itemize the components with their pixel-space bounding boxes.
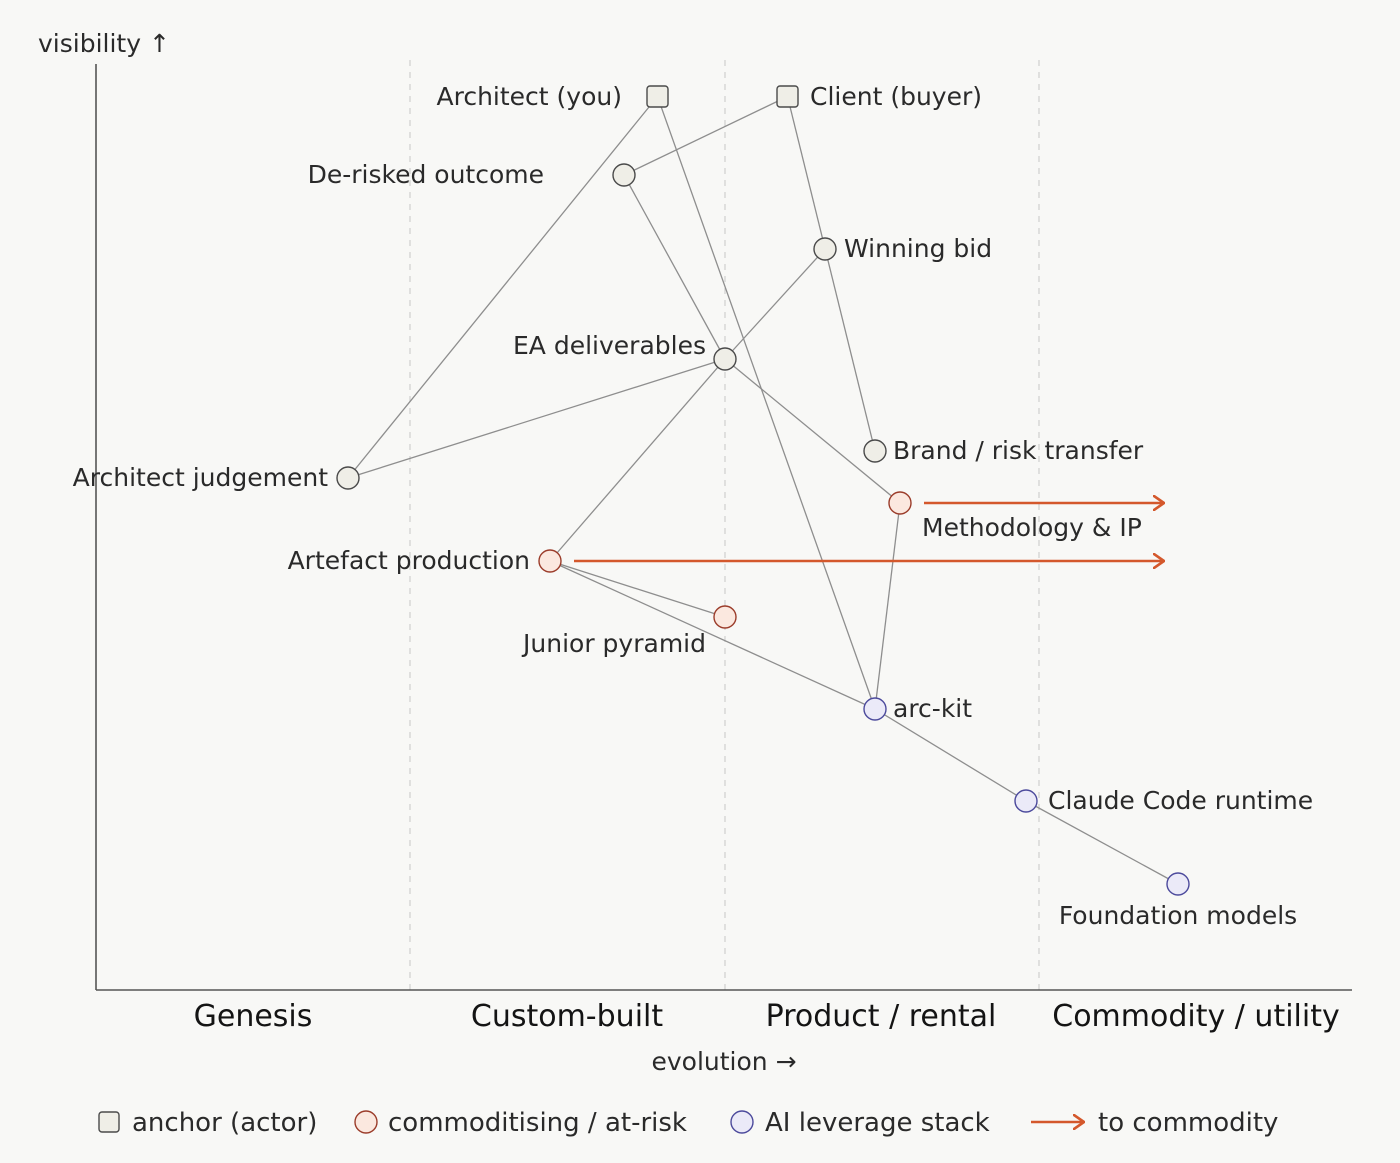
edge-claude_runtime-foundation [1025,800,1179,885]
components [336,85,1190,896]
label-client: Client (buyer) [810,82,982,111]
label-ea-deliverables: EA deliverables [513,331,706,360]
label-winning-bid: Winning bid [844,234,992,263]
node-arckit[interactable] [863,697,887,721]
node-ea-deliverables[interactable] [713,347,737,371]
legend-anchor-swatch [98,1111,120,1133]
legend-ai-swatch [730,1110,754,1134]
node-derisked[interactable] [612,163,636,187]
legend-risk-label: commoditising / at-risk [388,1108,687,1138]
node-methodology[interactable] [888,491,912,515]
node-claude-runtime[interactable] [1014,789,1038,813]
stage-product-rental: Product / rental [766,999,997,1034]
node-architect-judgement[interactable] [336,466,360,490]
label-junior: Junior pyramid [521,629,706,658]
node-junior[interactable] [713,605,737,629]
node-architect[interactable] [646,85,669,108]
edge-methodology-arckit [874,502,901,710]
node-client[interactable] [776,85,799,108]
legend-anchor-label: anchor (actor) [132,1108,317,1138]
label-claude-runtime: Claude Code runtime [1048,786,1313,815]
label-artefact: Artefact production [288,546,530,575]
stage-commodity-utility: Commodity / utility [1052,999,1339,1034]
y-axis-label: visibility ↑ [38,29,170,58]
label-architect: Architect (you) [437,82,623,111]
component-labels: Architect (you) Client (buyer) De-risked… [73,82,1314,930]
node-brand-risk[interactable] [863,439,887,463]
stage-genesis: Genesis [194,999,313,1034]
label-arckit: arc-kit [893,694,972,723]
edge-artefact-junior [549,560,726,618]
edge-winning_bid-ea_deliverables [724,248,826,360]
edge-architect-architect_judgement [347,96,659,479]
label-foundation: Foundation models [1059,901,1297,930]
label-derisked: De-risked outcome [308,160,544,189]
label-brand-risk: Brand / risk transfer [893,436,1144,465]
legend-ai-label: AI leverage stack [765,1108,990,1138]
legend-arrow-label: to commodity [1098,1108,1278,1138]
legend: anchor (actor) commoditising / at-risk A… [98,1108,1278,1138]
label-architect-judgement: Architect judgement [73,463,329,492]
edge-architect-arckit [656,96,876,710]
node-artefact[interactable] [538,549,562,573]
evolution-arrows [574,503,1164,561]
edge-artefact-arckit [549,560,876,710]
stage-custom-built: Custom-built [471,999,663,1034]
edge-ea_deliverables-artefact [549,358,726,562]
edge-client-brand_risk [786,96,876,452]
dependency-edges [347,95,1179,885]
x-axis-label: evolution → [651,1047,796,1076]
edge-ea_deliverables-architect_judgement [347,358,726,479]
label-methodology: Methodology & IP [922,513,1142,542]
legend-risk-swatch [354,1110,378,1134]
edge-ea_deliverables-methodology [724,358,901,504]
edge-client-derisked [623,95,788,176]
node-winning-bid[interactable] [813,237,837,261]
node-foundation[interactable] [1166,872,1190,896]
edge-arckit-claude_runtime [874,708,1027,802]
edge-derisked-ea_deliverables [623,174,726,360]
